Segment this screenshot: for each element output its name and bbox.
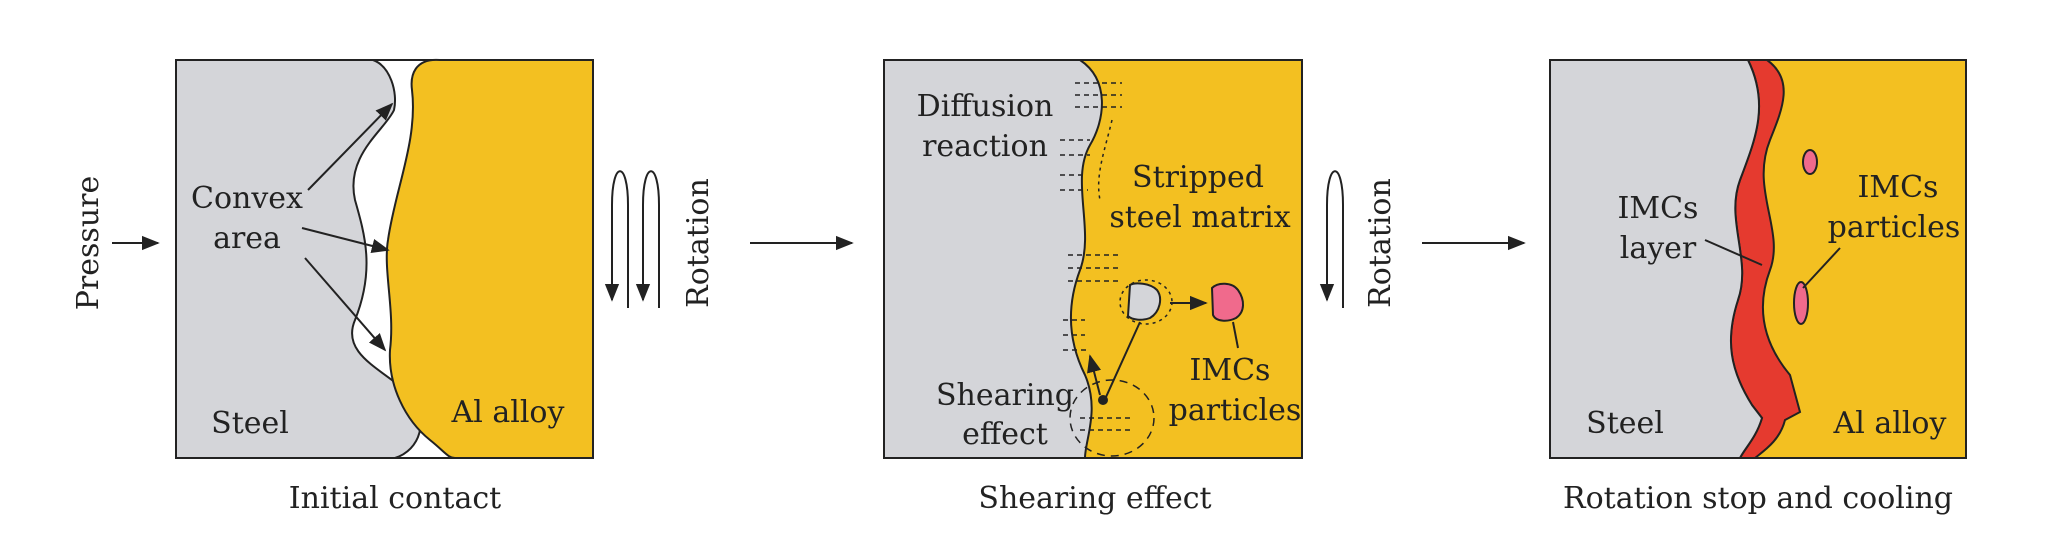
stripped-leader bbox=[1105, 321, 1141, 398]
stripped-label-1: Stripped bbox=[1132, 160, 1264, 195]
rotation-label-2: Rotation bbox=[1363, 178, 1398, 308]
al-alloy-region bbox=[385, 58, 594, 459]
steel-label: Steel bbox=[211, 406, 289, 441]
rotation-indicator-1: Rotation bbox=[604, 170, 716, 308]
imcs-particles-label-2: particles bbox=[1828, 210, 1961, 245]
imc-particle-3a bbox=[1802, 149, 1818, 175]
shear-zone bbox=[1069, 379, 1155, 457]
panel-shearing-effect: Diffusion reaction Stripped steel matrix… bbox=[883, 59, 1303, 516]
al-alloy-label-3: Al alloy bbox=[1833, 406, 1947, 441]
convex-arrow-3 bbox=[304, 257, 387, 352]
rotation-loop-1 bbox=[604, 170, 629, 308]
rotation-label-1: Rotation bbox=[681, 178, 716, 308]
rotation-loop-2 bbox=[635, 170, 660, 308]
caption-initial-contact: Initial contact bbox=[289, 481, 501, 516]
diffusion-label-2: reaction bbox=[922, 129, 1048, 164]
steel-region-2 bbox=[883, 59, 1103, 459]
imcs-particles-label-1: IMCs bbox=[1858, 170, 1939, 205]
imc-leader-2 bbox=[1232, 321, 1239, 349]
caption-shearing-effect: Shearing effect bbox=[978, 481, 1211, 516]
panel-rotation-stop: IMCs layer IMCs particles Steel Al alloy… bbox=[1549, 59, 1967, 516]
rotation-indicator-2: Rotation bbox=[1319, 170, 1398, 308]
steel-region-3 bbox=[1549, 59, 1764, 459]
imcs-label-2a: IMCs bbox=[1190, 353, 1271, 388]
imc-particles-leader bbox=[1802, 247, 1841, 289]
panel-initial-contact: Pressure Convex area Steel Al alloy Init… bbox=[71, 58, 594, 516]
shear-point bbox=[1098, 395, 1108, 405]
rotation-loop-3 bbox=[1319, 170, 1344, 308]
pressure-label: Pressure bbox=[71, 176, 106, 311]
imc-particle-2 bbox=[1210, 282, 1244, 322]
stripped-label-2: steel matrix bbox=[1109, 200, 1290, 235]
stripped-steel-particle bbox=[1126, 282, 1162, 321]
convex-arrow-1 bbox=[307, 102, 394, 191]
diffusion-front bbox=[1097, 119, 1113, 201]
diffusion-dashes bbox=[1060, 82, 1130, 431]
imc-layer-label-1: IMCs bbox=[1618, 191, 1699, 226]
imc-particle-3b bbox=[1793, 281, 1809, 325]
convex-area-label-1: Convex bbox=[191, 181, 303, 216]
al-alloy-label: Al alloy bbox=[451, 395, 565, 430]
steel-label-3: Steel bbox=[1586, 406, 1664, 441]
imc-layer-leader bbox=[1704, 239, 1763, 266]
diffusion-label-1: Diffusion bbox=[917, 89, 1054, 124]
imcs-label-2b: particles bbox=[1169, 393, 1302, 428]
convex-arrow-2 bbox=[301, 227, 390, 253]
imc-layer-label-2: layer bbox=[1620, 231, 1697, 266]
caption-rotation-stop: Rotation stop and cooling bbox=[1563, 481, 1953, 516]
shear-arrow bbox=[1087, 354, 1101, 396]
shearing-label-1: Shearing bbox=[936, 378, 1074, 413]
shearing-label-2: effect bbox=[962, 417, 1048, 452]
convex-area-label-2: area bbox=[213, 221, 281, 256]
